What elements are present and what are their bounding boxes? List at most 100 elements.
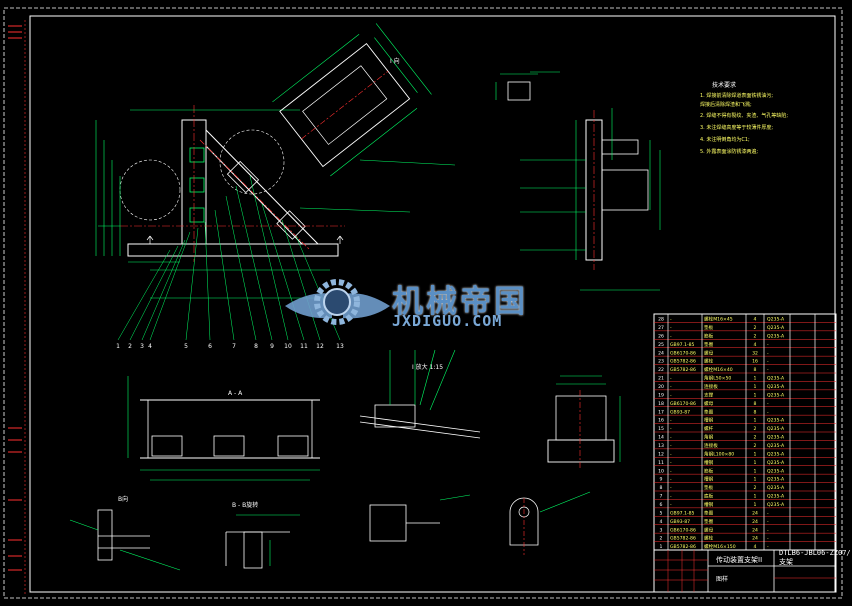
section-aa-label: A - A (228, 390, 243, 397)
bom-cell-code: - (670, 419, 672, 424)
note-item: 1. 焊接前清除焊道表面铁锈油污; (700, 93, 774, 99)
bom-cell-mat: Q235-A (767, 502, 785, 508)
part-number-label: 2 (128, 343, 132, 350)
bom-cell-code: - (670, 461, 672, 466)
rotated-detail-view (272, 23, 432, 177)
part-number-label: 3 (140, 343, 144, 350)
bom-cell-name: 螺母 (704, 400, 714, 407)
bom-cell-no: 17 (658, 409, 664, 415)
bom-cell-qty: 2 (754, 485, 757, 491)
bom-cell-mat: Q235-A (767, 485, 785, 491)
bom-cell-qty: 2 (754, 325, 757, 331)
bom-cell-code: - (670, 436, 672, 441)
title-block-name: 传动装置支架II (716, 556, 763, 564)
bom-cell-code: - (670, 478, 672, 483)
bom-cell-code: - (670, 427, 672, 432)
bom-cell-code: - (670, 452, 672, 457)
bom-cell-name: 垫板 (704, 324, 714, 331)
bom-cell-qty: 1 (754, 384, 757, 390)
bom-cell-mat: Q235-A (767, 333, 785, 339)
bom-cell-mat: Q235-A (767, 376, 785, 382)
bom-cell-code: - (670, 318, 672, 323)
bom-cell-no: 3 (660, 527, 663, 533)
bom-cell-name: 螺母 (704, 349, 714, 356)
detail-i-view (359, 349, 481, 439)
part-number-label: 11 (300, 343, 308, 350)
bom-cell-name: 螺母 (704, 526, 714, 533)
bom-cell-qty: 2 (754, 435, 757, 441)
bom-cell-qty: 1 (754, 392, 757, 398)
bom-cell-mat: - (767, 343, 769, 348)
bom-cell-no: 11 (658, 460, 664, 466)
bom-cell-no: 8 (660, 485, 663, 491)
bom-cell-no: 18 (658, 401, 664, 407)
watermark-sub-text: JXDIGUO.COM (392, 312, 503, 330)
bom-cell-name: 垫圈 (704, 341, 714, 348)
bom-cell-code: GB5782-86 (670, 536, 696, 542)
bom-cell-code: - (670, 326, 672, 331)
bom-cell-no: 9 (660, 477, 663, 483)
bom-cell-qty: 8 (754, 409, 757, 415)
part-number-label: 10 (284, 343, 292, 350)
inner-frame (29, 15, 836, 593)
detail-14 (509, 491, 591, 555)
bom-cell-qty: 2 (754, 443, 757, 449)
title-block-code: DTLB6-JBL06-ZZ07/支架 (779, 549, 851, 566)
bom-cell-name: 筋板 (704, 332, 714, 339)
part-number-label: 9 (270, 343, 274, 350)
bom-cell-no: 25 (658, 342, 664, 348)
bom-cell-mat: Q235-A (767, 435, 785, 441)
top-view (547, 375, 621, 470)
bom-cell-mat: Q235-A (767, 468, 785, 474)
bom-cell-mat: Q235-A (767, 494, 785, 500)
bom-cell-mat: Q235-A (767, 325, 785, 331)
bom-cell-mat: Q235-A (767, 460, 785, 466)
bom-cell-mat: - (767, 368, 769, 373)
bom-cell-qty: 1 (754, 468, 757, 474)
bom-cell-no: 1 (660, 544, 663, 550)
note-item: 焊接后清除焊渣和飞溅; (700, 102, 752, 108)
bom-cell-code: - (670, 495, 672, 500)
bom-cell-qty: 4 (754, 544, 757, 550)
bom-cell-name: 连接板 (704, 383, 718, 390)
bom-cell-no: 26 (658, 333, 664, 339)
part-number-label: 7 (232, 343, 236, 350)
bom-cell-qty: 8 (754, 401, 757, 407)
bom-cell-name: 角钢 (704, 434, 714, 441)
bom-table (653, 313, 837, 593)
bom-cell-code: - (670, 444, 672, 449)
bom-cell-no: 7 (660, 494, 663, 500)
bom-cell-mat: - (767, 545, 769, 550)
bom-cell-no: 22 (658, 367, 664, 373)
bom-cell-qty: 24 (752, 519, 758, 525)
bom-cell-name: 筋板 (704, 467, 714, 474)
note-item: 3. 未注焊缝高度等于较薄件厚度; (700, 125, 774, 131)
watermark: 机械帝国 JXDIGUO.COM (280, 272, 580, 332)
section-aa-view (127, 376, 320, 481)
bom-cell-code: GB6170-86 (670, 350, 696, 356)
bom-cell-name: 垫圈 (704, 509, 714, 516)
bom-cell-qty: 1 (754, 502, 757, 508)
bom-cell-code: GB5782-86 (670, 544, 696, 550)
view-b-label: B向 (118, 496, 129, 503)
note-item: 5. 外露表面涂防锈漆两遍; (700, 149, 759, 155)
part-number-label: 6 (208, 343, 212, 350)
bom-cell-code: GB93-87 (670, 409, 690, 415)
bom-cell-no: 27 (658, 325, 664, 331)
bom-cell-code: GB5782-86 (670, 359, 696, 365)
bom-cell-name: 槽钢 (704, 459, 714, 466)
part-number-label: 4 (148, 343, 152, 350)
bom-cell-mat: Q235-A (767, 443, 785, 449)
bom-cell-qty: 2 (754, 333, 757, 339)
bom-cell-name: 垫圈 (704, 408, 714, 415)
part-number-label: 5 (184, 343, 188, 350)
bom-cell-mat: Q235-A (767, 384, 785, 390)
bom-cell-mat: Q235-A (767, 477, 785, 483)
bom-cell-name: 螺栓M16×40 (704, 366, 733, 373)
bom-cell-code: - (670, 486, 672, 491)
bom-cell-mat: Q235-A (767, 418, 785, 424)
bom-cell-qty: 4 (754, 317, 757, 323)
detail-i-label: I 放大 1:15 (412, 364, 444, 371)
